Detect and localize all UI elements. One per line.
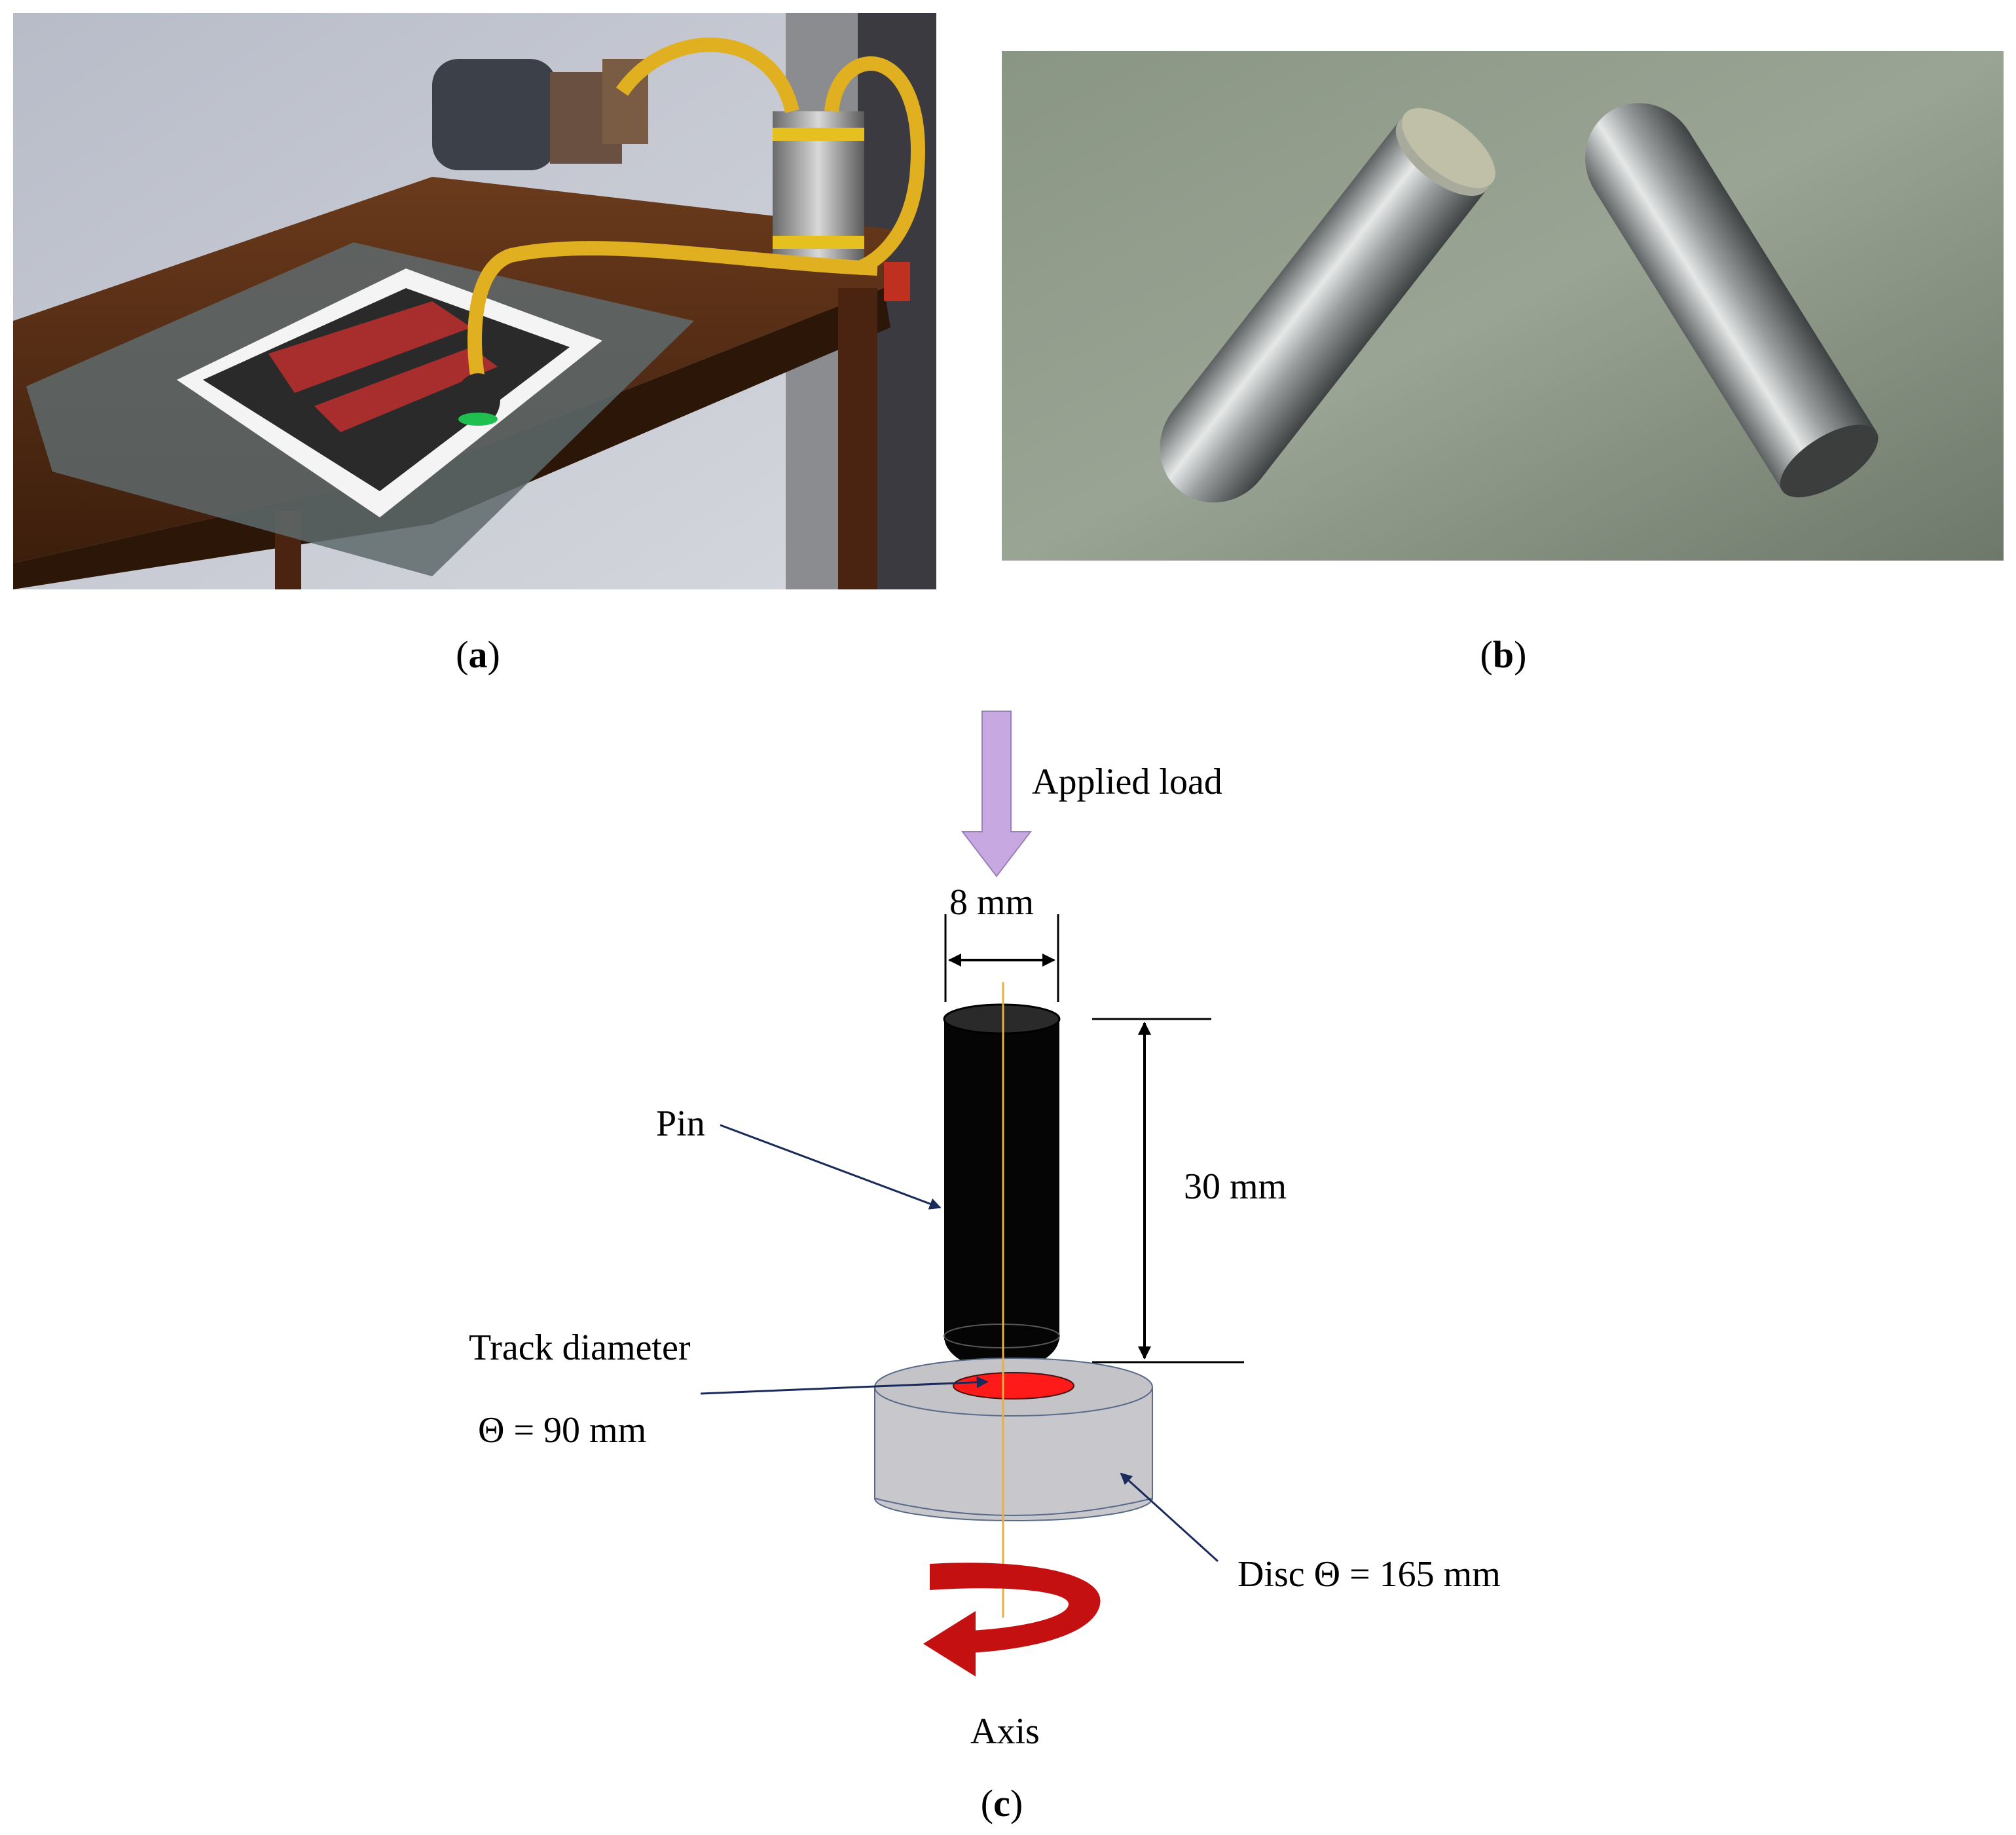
pin-label: Pin: [656, 1103, 705, 1144]
disc-label: Disc Θ = 165 mm: [1237, 1554, 1501, 1595]
rotation-arrow: [923, 1563, 1101, 1677]
applied-load-arrow: [961, 711, 1033, 878]
pin-height-label: 30 mm: [1184, 1166, 1287, 1207]
panel-label-b: (b): [1480, 633, 1527, 676]
panel-label-a: (a): [456, 633, 500, 676]
track-diameter-label: Track diameter: [469, 1327, 691, 1368]
disc-leader-arrow: [1120, 1472, 1219, 1563]
track-leader-arrow: [700, 1376, 989, 1395]
applied-load-label: Applied load: [1032, 762, 1222, 802]
panel-label-c: (c): [980, 1782, 1023, 1825]
wear-track: [953, 1372, 1074, 1399]
pin-shape: [943, 1003, 1061, 1375]
photo-pin-specimens: [1002, 51, 2004, 561]
disc-shape: [874, 1358, 1153, 1521]
axis-label: Axis: [970, 1711, 1040, 1752]
track-diameter-value: Θ = 90 mm: [478, 1410, 646, 1451]
pin-on-disc-schematic: Applied load 8 mm Pin 30 mm: [0, 681, 2016, 1781]
pin-leader-arrow: [720, 1124, 942, 1210]
photo-test-rig: [13, 13, 936, 589]
pin-width-label: 8 mm: [949, 882, 1034, 923]
